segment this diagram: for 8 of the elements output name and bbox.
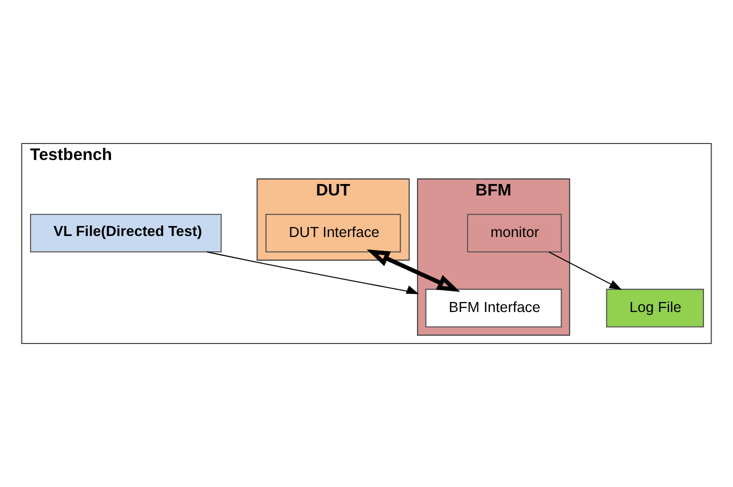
node-box: BFM Interface	[425, 288, 562, 328]
arrow	[206, 251, 419, 294]
node-box: Log File	[606, 288, 704, 328]
arrow	[548, 252, 622, 290]
node-box: monitor	[467, 214, 562, 252]
node-box: DUT Interface	[265, 214, 401, 252]
arrow	[366, 249, 460, 292]
node-box: VL File(Directed Test)	[30, 214, 222, 252]
